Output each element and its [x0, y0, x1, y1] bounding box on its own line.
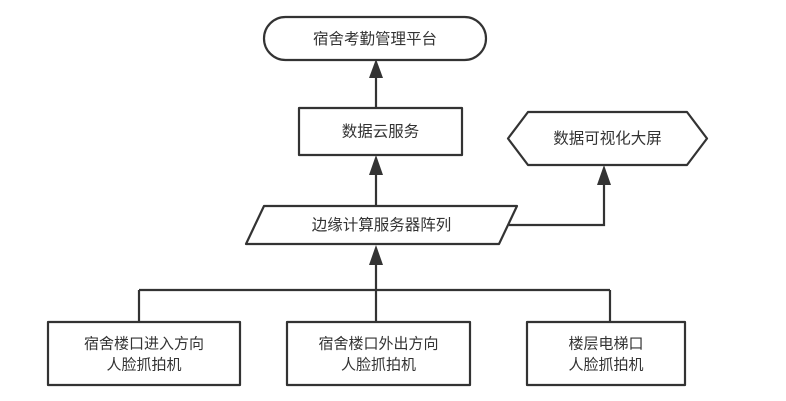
node-visualization-shape — [506, 110, 709, 167]
arrowhead-icon — [597, 165, 611, 185]
node-camera-in[interactable]: 宿舍楼口进入方向 人脸抓拍机 — [46, 320, 242, 387]
node-edge-server-shape — [244, 204, 519, 246]
node-cloud-service[interactable]: 数据云服务 — [297, 106, 464, 157]
node-camera-elevator-label-line2: 人脸抓拍机 — [568, 356, 643, 374]
node-visualization-label: 数据可视化大屏 — [553, 130, 662, 148]
node-platform-label: 宿舍考勤管理平台 — [313, 30, 437, 48]
edge-cameras-bus-to-edge-server — [137, 245, 612, 322]
node-cloud-service-label: 数据云服务 — [342, 123, 420, 141]
node-camera-in-shape — [46, 320, 242, 387]
node-camera-elevator-shape — [525, 320, 687, 387]
node-edge-server-label: 边缘计算服务器阵列 — [312, 215, 452, 234]
node-camera-out[interactable]: 宿舍楼口外出方向 人脸抓拍机 — [285, 320, 472, 387]
arrowhead-icon — [369, 155, 383, 175]
node-camera-elevator-label-line1: 楼层电梯口 — [568, 335, 643, 353]
node-platform-shape — [262, 15, 488, 62]
node-camera-out-label-line2: 人脸抓拍机 — [341, 356, 416, 374]
node-platform[interactable]: 宿舍考勤管理平台 — [262, 15, 488, 62]
edge-edge-server-to-cloud-service — [369, 155, 383, 206]
node-camera-out-shape — [285, 320, 472, 387]
node-cloud-service-shape — [297, 106, 464, 157]
arrowhead-icon — [369, 245, 383, 265]
edge-edge-server-to-visualization — [509, 165, 611, 227]
edge-cloud-service-to-platform — [369, 59, 383, 108]
node-edge-server[interactable]: 边缘计算服务器阵列 — [244, 204, 519, 246]
node-visualization[interactable]: 数据可视化大屏 — [506, 110, 709, 167]
node-camera-in-label-line1: 宿舍楼口进入方向 — [84, 335, 204, 353]
arrowhead-icon — [369, 59, 383, 78]
node-camera-elevator[interactable]: 楼层电梯口 人脸抓拍机 — [525, 320, 687, 387]
node-camera-in-label-line2: 人脸抓拍机 — [106, 356, 181, 374]
edge-line-segment — [509, 181, 606, 227]
node-camera-out-label-line1: 宿舍楼口外出方向 — [318, 335, 438, 353]
